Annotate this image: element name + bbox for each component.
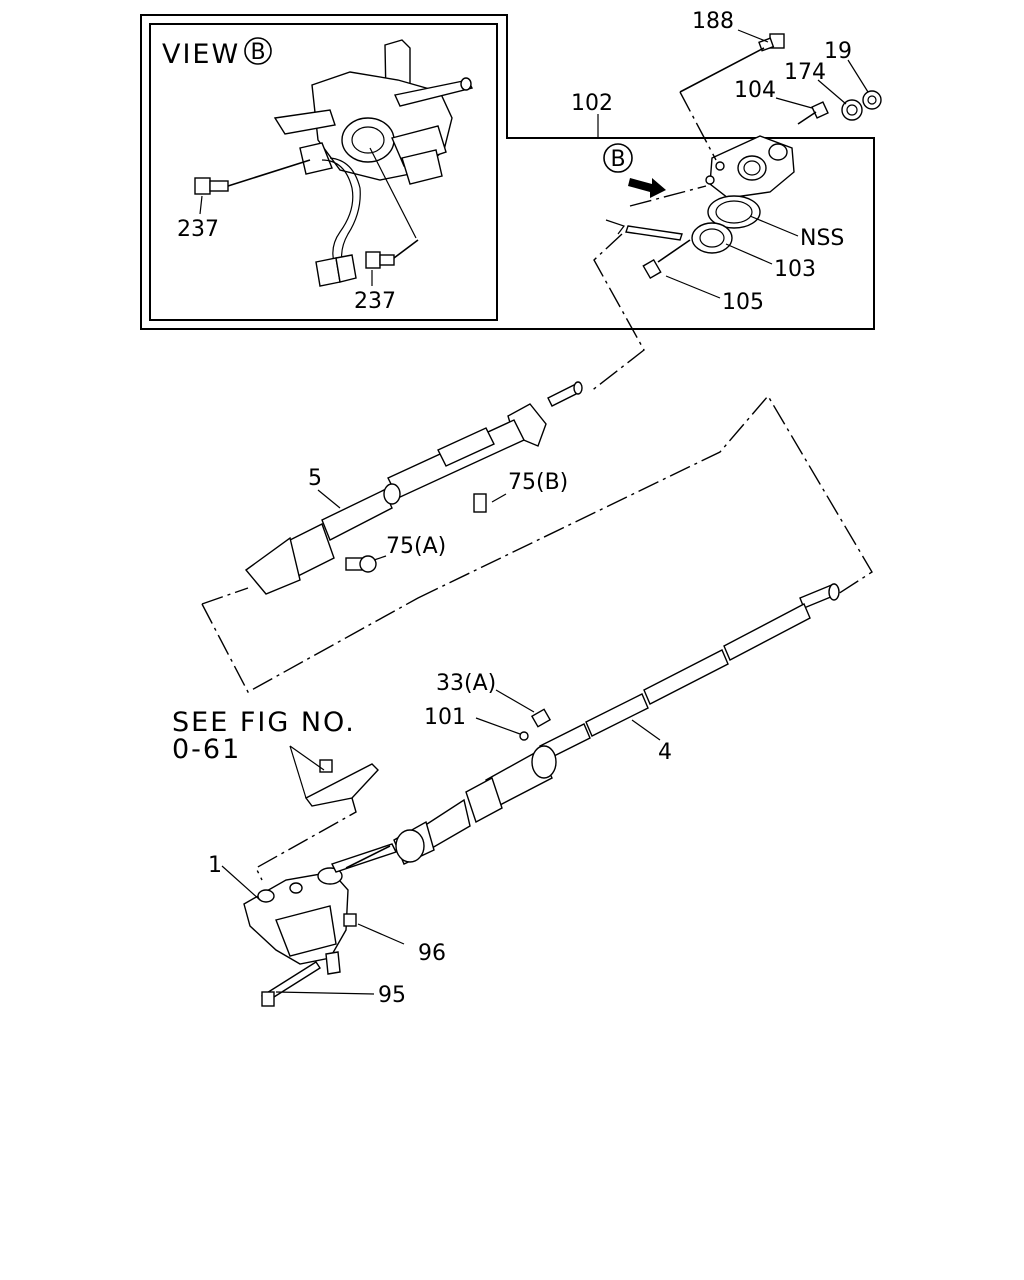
screw-237-lower [365,239,419,269]
see-fig-line1: SEE FIG NO. [172,707,356,738]
main-b-marker-letter: B [610,147,625,172]
callout-33a: 33(A) [436,671,496,696]
group-102-frame [140,14,875,330]
callout-105: 105 [722,290,764,315]
callout-104: 104 [734,78,776,103]
view-b-inset: VIEW B [149,23,498,321]
callout-237-lower: 237 [354,289,396,314]
callout-95: 95 [378,983,406,1008]
view-b-title: VIEW [162,39,240,70]
see-fig-reference: SEE FIG NO. 0-61 [172,707,379,881]
steering-lock-housing-group: B 188 19 174 [571,9,882,393]
callout-237-upper: 237 [177,217,219,242]
callout-75b: 75(B) [508,470,568,495]
ignition-switch-assembly-drawing [273,39,474,287]
callout-nss: NSS [800,226,844,251]
callout-75a: 75(A) [386,534,446,559]
callout-5: 5 [308,466,322,491]
view-b-marker-letter: B [250,40,265,65]
view-direction-arrow [628,178,666,198]
view-b-marker-circle [244,37,272,65]
callout-103: 103 [774,257,816,282]
column-5-group-frame [201,394,873,693]
callout-96: 96 [418,941,446,966]
callout-188: 188 [692,9,734,34]
callout-1: 1 [208,853,222,878]
callout-102: 102 [571,91,613,116]
screw-237-upper [194,159,311,195]
main-b-marker-circle [603,143,633,173]
callout-4: 4 [658,740,672,765]
callout-174: 174 [784,60,826,85]
steering-gear-box-1 [221,843,405,1007]
callout-101: 101 [424,705,466,730]
intermediate-steering-shaft-4 [393,583,840,865]
steering-column-upper-5 [244,381,583,595]
callout-19: 19 [824,39,852,64]
see-fig-line2: 0-61 [172,734,241,765]
view-b-frame [149,23,498,321]
